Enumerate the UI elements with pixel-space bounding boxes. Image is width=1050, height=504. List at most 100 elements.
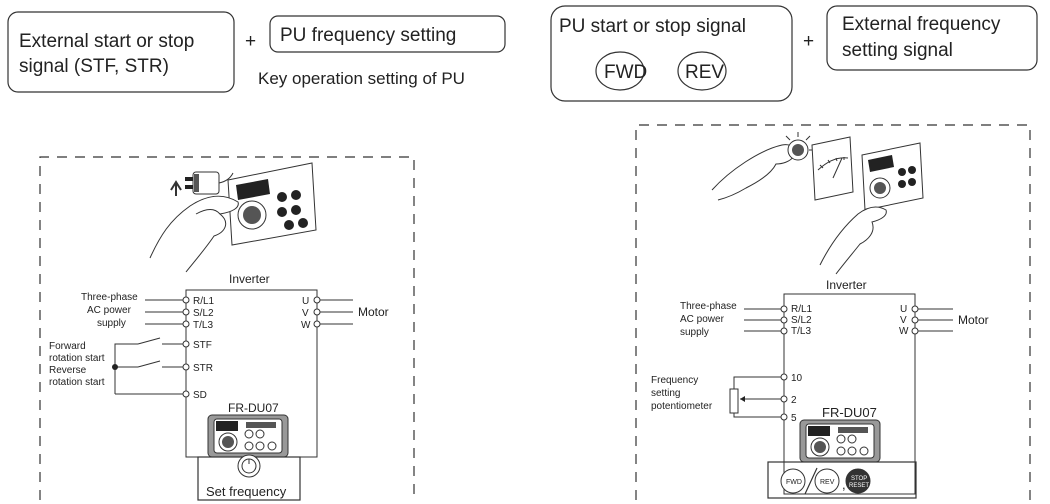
label-tl3-right: T/L3 [791,326,811,337]
terminal-v [313,308,321,316]
terminal-sl2 [182,308,190,316]
ext-frequency-line1: External frequency [842,14,1001,35]
rev-circle [677,51,727,91]
inverter-box-right [783,293,916,495]
terminal-str [182,363,190,371]
label-sl2-right: S/L2 [791,315,812,326]
terminal-10 [780,373,788,381]
label-rl1: R/L1 [193,296,215,307]
terminal-sd [182,390,190,398]
pu-frequency-label: PU frequency setting [280,25,456,46]
label-tl3: T/L3 [193,320,213,331]
set-frequency-label: Set frequency [206,484,287,499]
str-switch [137,360,161,368]
terminal-rl1-right [780,305,788,313]
label-sl2: S/L2 [193,308,214,319]
inverter-label-right: Inverter [826,278,867,292]
right-dashed-frame [635,124,1031,500]
pu-frequency-box [269,15,506,53]
rev-button-icon: REV [814,468,840,494]
terminal-u-right [911,305,919,313]
label-u: U [302,296,309,307]
terminal-u [313,296,321,304]
motor-label: Motor [358,305,389,319]
label-u-right: U [900,304,907,315]
btn-stop-label: STOP [851,476,867,482]
power-label-2-right: AC power [680,314,725,325]
frequency-dial-icon [237,454,261,478]
pu-buttons-box [767,461,917,499]
label-w-right: W [899,326,909,337]
left-dashed-frame [39,156,415,500]
inverter-label: Inverter [229,272,270,286]
plug-icon [185,171,234,195]
terminal-v-right [911,316,919,324]
fr-du07-panel-icon [207,414,289,458]
operation-panel-with-hand-icon-right [819,142,924,275]
label-5: 5 [791,413,797,424]
fwd-label: FWD [604,62,647,83]
label-str: STR [193,363,213,374]
panel-label: FR-DU07 [228,401,279,415]
terminal-rl1 [182,296,190,304]
hand-turning-knob-icon [711,132,814,201]
btn-fwd-label: FWD [786,479,802,486]
ext-frequency-line2: setting signal [842,40,953,61]
stf-switch [137,337,161,345]
reverse-label-2: rotation start [49,377,105,388]
power-label-1-right: Three-phase [680,301,737,312]
potentiometer-icon [729,376,781,418]
plus-sign-right: + [803,31,814,52]
terminal-w [313,320,321,328]
forward-label-1: Forward [49,341,86,352]
terminal-2 [780,395,788,403]
terminal-stf [182,340,190,348]
panel-label-right: FR-DU07 [822,405,877,420]
pu-signal-header: PU start or stop signal FWD REV + Extern… [550,5,1038,102]
reverse-label-1: Reverse [49,365,87,376]
terminal-w-right [911,327,919,335]
stop-reset-button-icon: STOP RESET [845,468,871,494]
pot-label-3: potentiometer [651,401,713,412]
label-stf: STF [193,340,212,351]
power-label-1: Three-phase [81,292,138,303]
right-wiring-diagram: Inverter Three-phase AC power supply R/L… [635,124,1031,500]
pot-label-2: setting [651,388,680,399]
external-start-box [7,11,235,93]
label-10: 10 [791,373,803,384]
terminal-tl3 [182,320,190,328]
rev-label: REV [685,62,724,83]
pot-label-1: Frequency [651,375,698,386]
fr-du07-panel-icon-right [799,419,881,463]
operation-panel-with-hand-icon [149,162,317,273]
label-sd: SD [193,390,207,401]
frequency-meter-icon [811,136,854,201]
buttons-comma: , [842,477,846,492]
motor-label-right: Motor [958,313,989,327]
external-signal-header: External start or stop signal (STF, STR)… [7,11,506,93]
terminal-tl3-right [780,327,788,335]
pu-start-label: PU start or stop signal [559,16,746,37]
power-label-3: supply [97,318,126,329]
forward-label-2: rotation start [49,353,105,364]
label-rl1-right: R/L1 [791,304,813,315]
label-w: W [301,320,311,331]
label-v-right: V [900,315,907,326]
label-v: V [302,308,309,319]
fwd-circle [595,51,645,91]
ext-frequency-box [826,5,1038,71]
fwd-button-icon: FWD [780,468,806,494]
left-wiring-diagram: Inverter Three-phase AC power supply R/L… [39,156,415,501]
plus-sign: + [245,31,256,52]
external-start-line2: signal (STF, STR) [19,56,169,77]
terminal-5 [780,413,788,421]
up-arrow-icon [170,180,182,196]
power-label-2: AC power [87,305,132,316]
btn-rev-label: REV [820,479,835,486]
terminal-sl2-right [780,316,788,324]
external-start-line1: External start or stop [19,31,194,52]
power-label-3-right: supply [680,327,709,338]
label-2: 2 [791,395,797,406]
btn-reset-label: RESET [849,483,869,489]
